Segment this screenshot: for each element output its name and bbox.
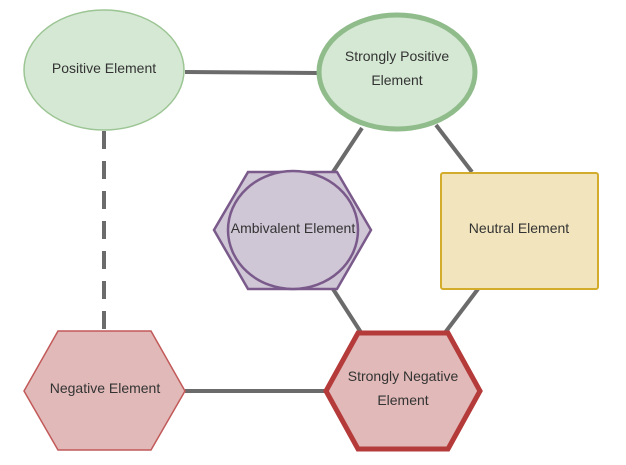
node-negative-element[interactable]: Negative Element xyxy=(23,330,186,451)
connector-strongly-positive-ambivalent xyxy=(331,126,364,174)
label-line: Negative Element xyxy=(50,380,161,396)
connector-strongly-positive-neutral xyxy=(434,123,474,174)
label-line: Ambivalent Element xyxy=(231,220,356,236)
label-line: Element xyxy=(371,72,422,88)
connector-neutral-strongly-negative xyxy=(442,287,480,336)
connector-ambivalent-strongly-negative xyxy=(331,287,364,336)
connectors xyxy=(102,70,480,393)
label-line: Strongly Positive xyxy=(345,48,449,64)
node-neutral-element[interactable]: Neutral Element xyxy=(440,172,599,290)
ambivalent-element-label: Ambivalent Element xyxy=(231,220,356,236)
label-line: Positive Element xyxy=(52,60,156,76)
neutral-element-label: Neutral Element xyxy=(469,220,569,236)
node-ambivalent-element[interactable]: Ambivalent Element xyxy=(212,169,373,291)
label-line: Neutral Element xyxy=(469,220,569,236)
label-line: Strongly Negative xyxy=(348,368,459,384)
strongly-negative-element-shape xyxy=(323,330,483,452)
negative-element-label: Negative Element xyxy=(50,380,161,396)
positive-element-label: Positive Element xyxy=(52,60,156,76)
strongly-positive-element-shape xyxy=(316,12,478,132)
negative-element-shape xyxy=(23,330,186,451)
connector-positive-strongly-positive xyxy=(184,70,319,75)
neutral-element-shape xyxy=(440,172,599,290)
label-line: Element xyxy=(377,392,428,408)
ambivalent-element-ellipse xyxy=(226,169,360,291)
positive-element-shape xyxy=(23,9,185,131)
node-positive-element[interactable]: Positive Element xyxy=(23,9,185,131)
